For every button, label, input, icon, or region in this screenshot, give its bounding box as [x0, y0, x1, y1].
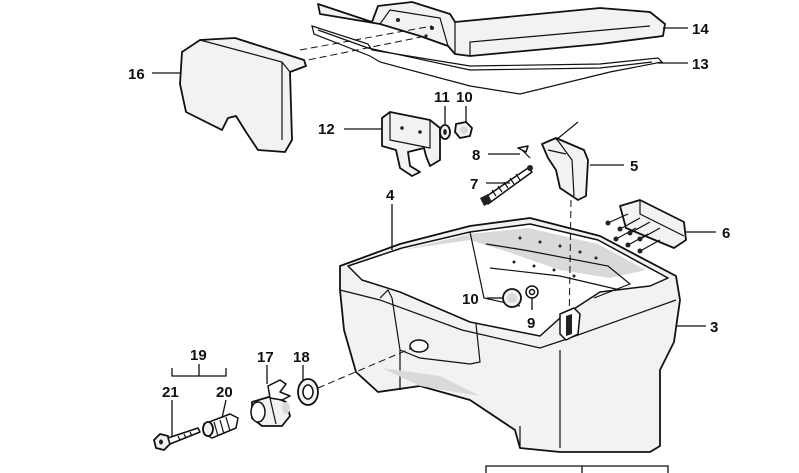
callout-4: 4 — [386, 187, 395, 204]
part-hinge-bracket — [381, 111, 441, 177]
part-lock-cylinder — [202, 413, 239, 439]
part-gasket — [311, 25, 664, 95]
callout-14: 14 — [692, 21, 709, 38]
part-lock-ring — [297, 378, 319, 406]
part-cover — [179, 37, 307, 153]
leader-lines — [152, 27, 716, 436]
callout-21: 21 — [162, 384, 179, 401]
callout-3: 3 — [710, 319, 718, 336]
callout-5: 5 — [630, 158, 638, 175]
callout-19: 19 — [190, 347, 207, 364]
callout-labels: 14 13 16 11 10 12 8 5 7 4 6 10 9 3 19 17… — [128, 21, 730, 401]
part-latch-clip — [541, 121, 589, 201]
part-connector-block — [605, 199, 687, 254]
part-rod — [480, 165, 533, 206]
part-washer — [525, 285, 539, 299]
part-washer-small — [439, 124, 451, 140]
callout-18: 18 — [293, 349, 310, 366]
part-screw — [517, 145, 531, 159]
alignment-line — [297, 35, 427, 63]
callout-10-upper: 10 — [456, 89, 473, 106]
alignment-line — [317, 347, 413, 389]
callout-16: 16 — [128, 66, 145, 83]
part-box-housing — [339, 217, 681, 453]
part-nut-upper — [454, 121, 473, 139]
callout-17: 17 — [257, 349, 274, 366]
callout-13: 13 — [692, 56, 709, 73]
callout-9: 9 — [527, 315, 535, 332]
callout-6: 6 — [722, 225, 730, 242]
alignment-line — [299, 25, 433, 51]
callout-10-lower: 10 — [462, 291, 479, 308]
part-lock-housing — [250, 379, 291, 427]
callout-8: 8 — [472, 147, 480, 164]
part-key — [153, 427, 201, 451]
callout-7: 7 — [470, 176, 478, 193]
part-lock-pillar — [559, 307, 581, 341]
part-lid — [317, 1, 666, 57]
part-nut-lower — [502, 288, 522, 308]
reference-bracket — [485, 465, 669, 473]
callout-11: 11 — [434, 89, 450, 106]
callout-12: 12 — [318, 121, 335, 138]
callout-20: 20 — [216, 384, 233, 401]
